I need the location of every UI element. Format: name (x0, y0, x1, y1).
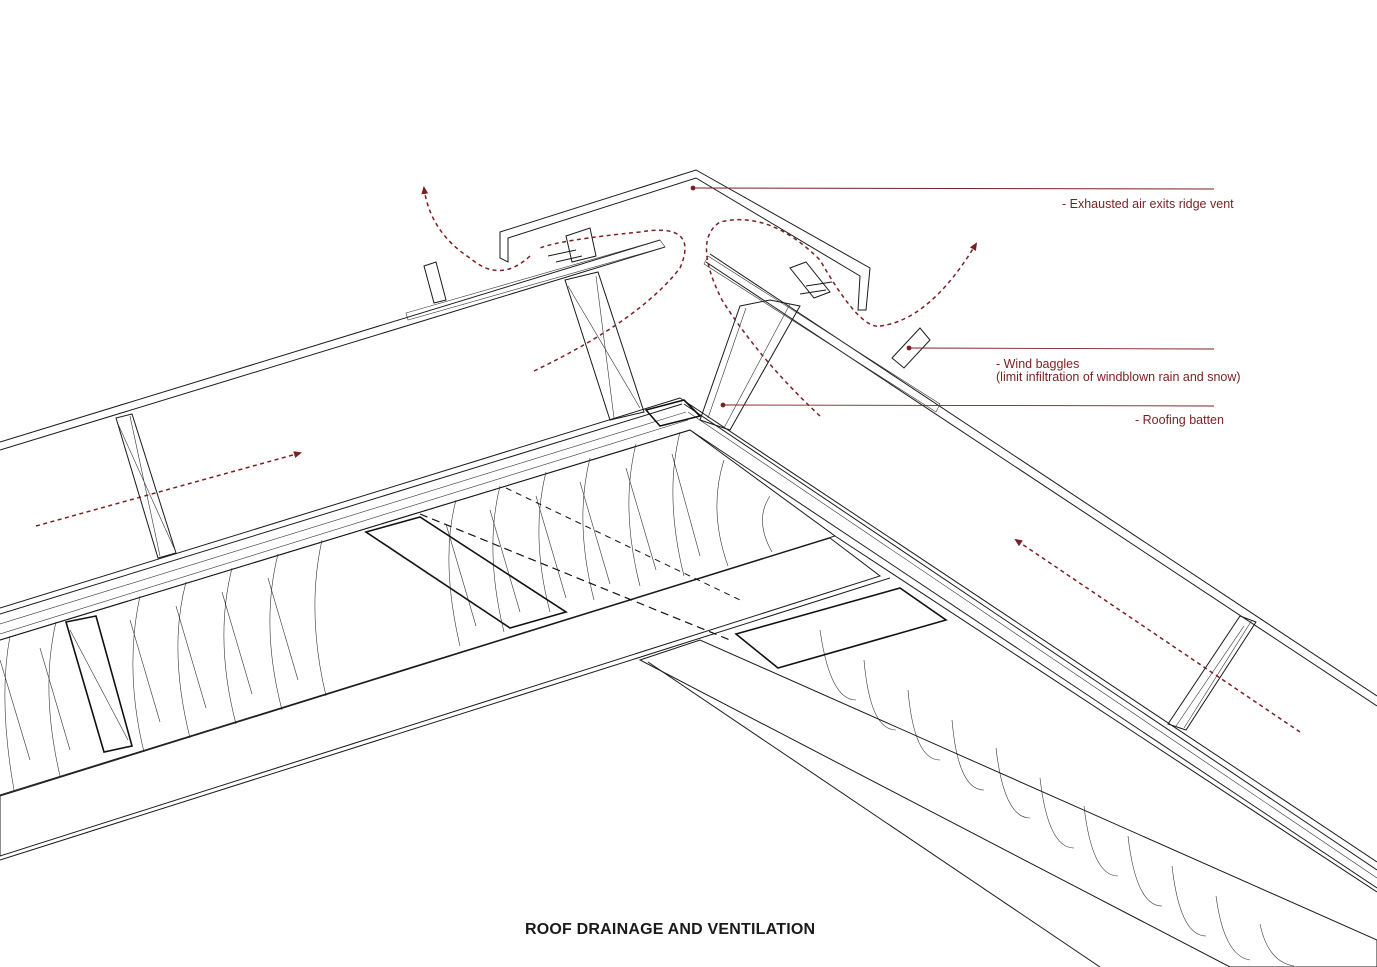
left-roof-slope (0, 239, 691, 641)
diagram-title: ROOF DRAINAGE AND VENTILATION (525, 921, 815, 938)
label-wind-baggles: - Wind baggles (996, 357, 1079, 371)
batten-post-right (1167, 615, 1257, 731)
hidden-line (419, 513, 731, 641)
left-insulation (0, 429, 837, 796)
left-ceiling-board (0, 537, 891, 861)
label-roofing-batten: - Roofing batten (1135, 413, 1224, 427)
annotation-leaders (690, 185, 1215, 408)
left-stud (64, 615, 133, 753)
left-rafter (364, 516, 568, 629)
right-ceiling-board (638, 639, 1377, 967)
label-ridge-vent: - Exhausted air exits ridge vent (1062, 197, 1234, 211)
right-insulation (819, 535, 1377, 967)
airflow-arrows (35, 186, 1301, 733)
label-wind-baggles-note: (limit infiltration of windblown rain an… (996, 370, 1241, 384)
batten-post-left (115, 413, 177, 559)
right-roof-slope (679, 253, 1377, 889)
right-rafter (734, 587, 948, 669)
ridge-cap (499, 169, 871, 431)
